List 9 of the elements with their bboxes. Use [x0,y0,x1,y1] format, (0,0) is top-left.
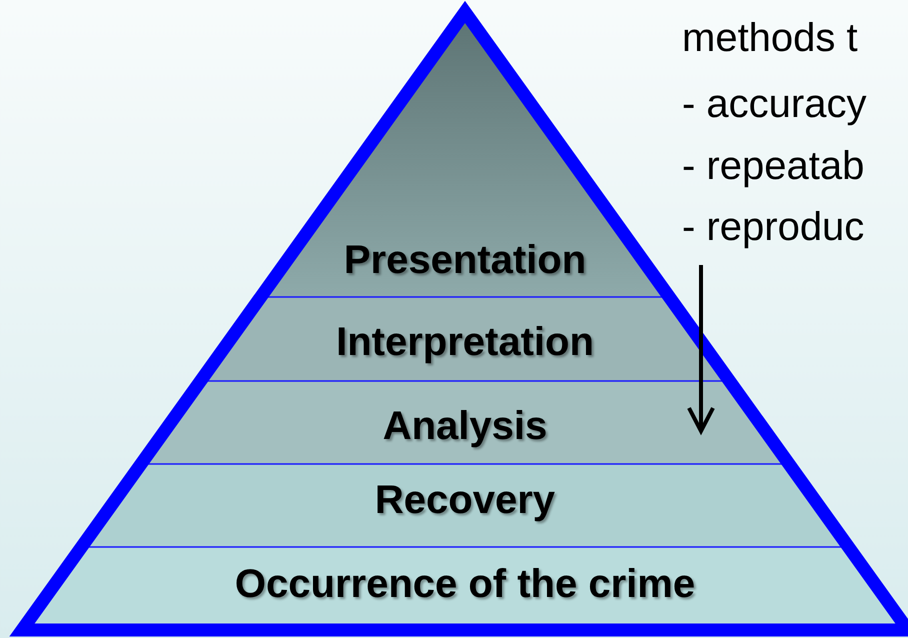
note-text: methods t [682,16,858,61]
list-item: - reproduc [682,205,864,250]
level-label: Interpretation [335,320,595,365]
level-label: Recovery [374,478,556,523]
list-item: - accuracy [682,82,866,127]
level-label: Analysis [382,404,548,449]
level-label: Presentation [342,238,588,283]
level-label: Occurrence of the crime [234,562,696,607]
list-item: - repeatab [682,144,864,189]
